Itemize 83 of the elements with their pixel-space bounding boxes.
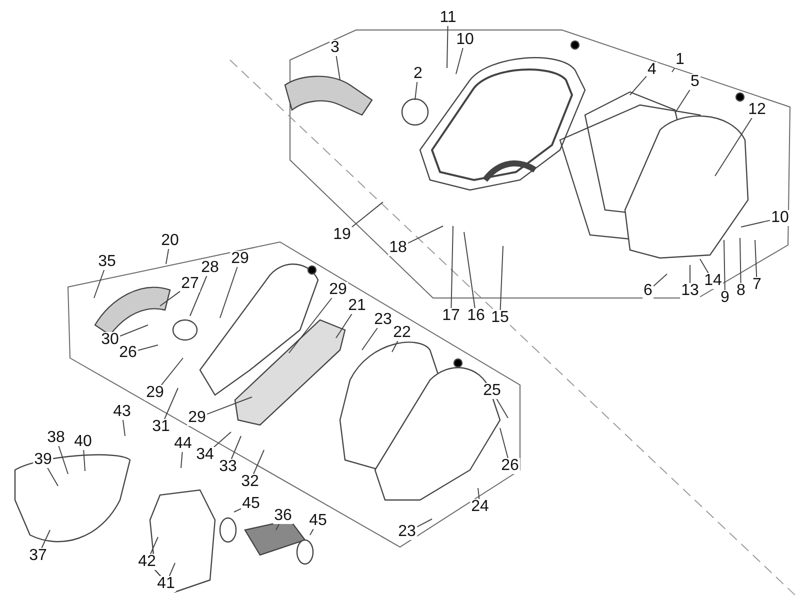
leader-line (41, 530, 50, 548)
leader-line (740, 220, 771, 228)
callout-number: 29 (145, 385, 165, 401)
leader-line (164, 388, 178, 420)
callout-number: 12 (747, 102, 767, 118)
leader-line (724, 240, 726, 290)
callout-number: 4 (646, 62, 658, 78)
leader-line (446, 26, 448, 68)
leader-line (336, 56, 340, 80)
leader-line (206, 396, 252, 415)
leader-line (234, 508, 242, 512)
callout-number: 26 (500, 458, 520, 474)
leader-line (414, 82, 418, 100)
leader-line (94, 270, 105, 298)
leader-line (653, 274, 668, 287)
leader-line (416, 518, 432, 528)
leader-line (500, 428, 508, 458)
callout-number: 39 (33, 452, 53, 468)
callout-number: 13 (680, 283, 700, 299)
callout-number: 35 (97, 254, 117, 270)
leader-line (478, 488, 480, 500)
leader-line (754, 240, 758, 278)
callout-number: 45 (241, 496, 261, 512)
callout-number: 23 (373, 312, 393, 328)
callout-number: 23 (397, 524, 417, 540)
callout-number: 29 (187, 410, 207, 426)
leader-line (336, 314, 352, 338)
leader-line (456, 48, 464, 74)
leader-line (351, 202, 384, 228)
callout-number: 29 (328, 282, 348, 298)
leader-line (83, 450, 86, 472)
callout-number: 45 (308, 513, 328, 529)
callout-number: 1 (674, 52, 686, 68)
callout-number: 25 (482, 383, 502, 399)
leader-line (47, 468, 58, 486)
leader-line (160, 290, 181, 306)
leader-line (672, 68, 676, 72)
callout-number: 38 (46, 430, 66, 446)
callout-number: 22 (392, 325, 412, 341)
callout-number: 28 (200, 260, 220, 276)
callout-number: 42 (137, 554, 157, 570)
callout-number: 5 (690, 74, 700, 90)
callout-number: 15 (490, 310, 510, 326)
leader-line (230, 436, 242, 460)
leader-line (392, 340, 398, 352)
leader-line (190, 276, 208, 316)
callout-number: 10 (455, 32, 475, 48)
callout-number: 3 (330, 40, 340, 56)
leader-line (362, 328, 378, 350)
callout-number: 10 (770, 210, 790, 226)
leader-line (180, 452, 183, 468)
callout-number: 41 (156, 576, 176, 592)
callout-number: 14 (703, 273, 723, 289)
leader-line (310, 528, 314, 536)
leader-line (220, 266, 238, 318)
leader-line (407, 226, 444, 244)
leader-line (700, 258, 709, 274)
leader-line (119, 324, 148, 337)
leader-line (288, 298, 332, 354)
leader-line (674, 90, 690, 114)
leader-line (137, 344, 158, 351)
leader-line (166, 248, 170, 264)
leader-line (214, 432, 232, 448)
leader-line (496, 398, 508, 418)
leader-line (714, 118, 752, 176)
leader-line (450, 226, 454, 308)
callout-number: 27 (180, 276, 200, 292)
leader-line (740, 238, 742, 284)
leader-line (464, 232, 476, 308)
leader-line (168, 562, 176, 576)
leader-line (150, 536, 158, 554)
leader-line (630, 76, 647, 96)
callout-number: 21 (347, 298, 367, 314)
leader-line (500, 246, 504, 310)
callout-number: 29 (230, 251, 250, 267)
leader-line (160, 358, 184, 386)
callout-number: 20 (160, 233, 180, 249)
leader-line (58, 446, 68, 474)
callout-number: 36 (273, 508, 293, 524)
callout-number: 6 (642, 283, 654, 299)
leader-line (253, 450, 264, 474)
leader-line (122, 420, 126, 436)
callout-number: 18 (388, 240, 408, 256)
